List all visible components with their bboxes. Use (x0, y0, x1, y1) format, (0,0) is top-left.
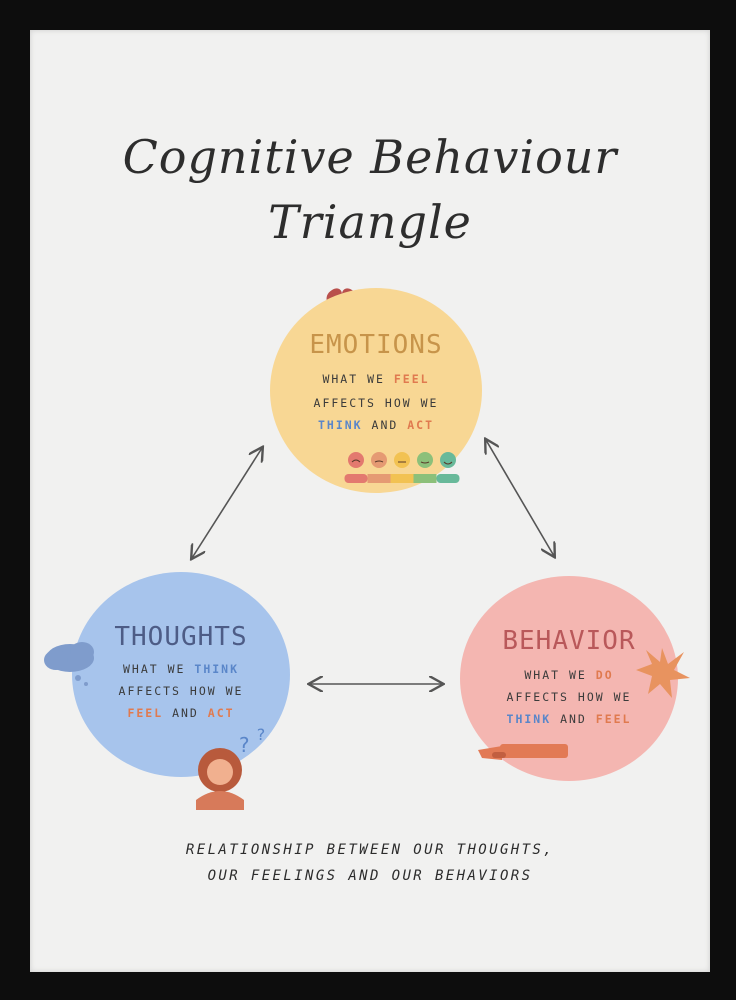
happy-face-icon (440, 452, 456, 468)
arrow-emotions-thoughts (192, 448, 262, 558)
person-icon: ? ? (196, 725, 266, 810)
behavior-text-line2: AFFECTS HOW WE (506, 690, 632, 704)
caption-line1: RELATIONSHIP BETWEEN OUR THOUGHTS, (185, 842, 555, 858)
svg-text:?: ? (238, 733, 250, 757)
poster-title-line2: Triangle (268, 195, 472, 249)
frown-face-icon (371, 452, 387, 468)
svg-text:?: ? (256, 725, 266, 744)
arrow-emotions-behavior (486, 440, 554, 556)
smile-face-icon (417, 452, 433, 468)
neutral-face-icon (394, 452, 410, 468)
emotions-text-line2: AFFECTS HOW WE (313, 396, 439, 410)
mood-bar-segment (390, 474, 414, 483)
emotions-text-line1: WHAT WE FEEL (322, 372, 430, 386)
poster-title-line1: Cognitive Behaviour (122, 130, 618, 184)
poster-paper: Cognitive Behaviour Triangle EMOTIONS WH… (30, 30, 710, 972)
thoughts-text-line3: FEEL AND ACT (127, 706, 235, 720)
behavior-text-line1: WHAT WE DO (524, 668, 614, 682)
mood-bar-segment (436, 474, 460, 483)
thoughts-heading: THOUGHTS (114, 622, 248, 652)
behavior-bubble: BEHAVIOR WHAT WE DO AFFECTS HOW WE THINK… (460, 576, 678, 781)
thoughts-text-line1: WHAT WE THINK (122, 662, 240, 676)
behavior-heading: BEHAVIOR (502, 626, 636, 656)
thoughts-bubble: THOUGHTS WHAT WE THINK AFFECTS HOW WE FE… (72, 572, 290, 777)
mood-bar-segment (413, 474, 437, 483)
mood-scale (344, 452, 460, 483)
thought-cloud-icon (44, 642, 94, 686)
emotions-heading: EMOTIONS (309, 330, 443, 360)
diagram-arrows (30, 30, 710, 972)
mood-bar-segment (344, 474, 368, 483)
thoughts-text-line2: AFFECTS HOW WE (118, 684, 244, 698)
mood-bar-segment (367, 474, 391, 483)
starburst-icon (636, 648, 690, 698)
caption-line2: OUR FEELINGS AND OUR BEHAVIORS (207, 868, 533, 884)
emotions-text-line3: THINK AND ACT (317, 418, 435, 432)
behavior-text-line3: THINK AND FEEL (506, 712, 632, 726)
pointing-hand-icon (478, 744, 568, 760)
